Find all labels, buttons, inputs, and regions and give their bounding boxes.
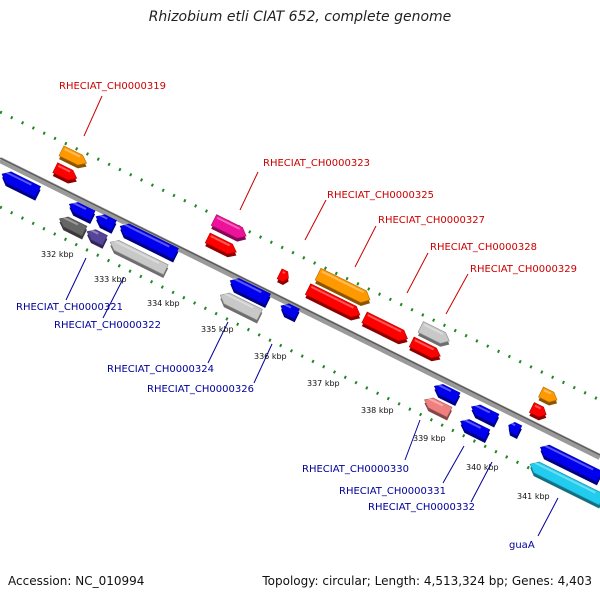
topology-stats: Topology: circular; Length: 4,513,324 bp…: [262, 574, 592, 588]
gene-orange-3: [538, 386, 558, 406]
gene-pink-1: [424, 397, 453, 421]
label-leader-line: [404, 419, 421, 461]
kbp-tick-label: 335 kbp: [201, 325, 234, 334]
kbp-tick-label: 337 kbp: [307, 379, 340, 388]
label-leader-line: [442, 445, 465, 484]
kbp-tick-label: 334 kbp: [147, 299, 180, 308]
gene-red-3: [276, 268, 289, 285]
gene-cyan-1: [529, 461, 600, 509]
label-leader-line: [354, 225, 377, 268]
reverse-gene-label: RHECIAT_CH0000330: [302, 464, 409, 475]
gene-magenta-1: [210, 214, 247, 242]
kbp-tick-label: 332 kbp: [41, 250, 74, 259]
forward-gene-label: RHECIAT_CH0000319: [59, 81, 166, 92]
gene-blue-2: [68, 201, 96, 225]
gene-red-5: [361, 311, 408, 345]
map-title: Rhizobium etli CIAT 652, complete genome: [148, 9, 452, 25]
kbp-ticks: 332 kbp 333 kbp 334 kbp 335 kbp 336 kbp 337 k…: [41, 250, 550, 501]
accession-text: Accession: NC_010994: [8, 574, 145, 588]
forward-gene-label: RHECIAT_CH0000328: [430, 242, 537, 253]
gene-blue-10: [508, 421, 523, 439]
forward-gene-label: RHECIAT_CH0000325: [327, 190, 434, 201]
reverse-gene-label: RHECIAT_CH0000326: [147, 384, 254, 395]
label-leader-line: [239, 171, 259, 211]
gene-blue-7: [433, 383, 461, 407]
forward-gene-label: RHECIAT_CH0000327: [378, 215, 485, 226]
gene-red-6: [408, 336, 441, 362]
gene-orange-1: [58, 145, 87, 169]
gene-blue-3: [95, 213, 117, 234]
gene-orange-2: [314, 267, 371, 306]
label-leader-line: [207, 321, 229, 364]
label-leader-line: [102, 276, 125, 319]
genome-backbone: [0, 157, 600, 460]
reverse-gene-label: RHECIAT_CH0000322: [54, 320, 161, 331]
label-leader-line: [445, 273, 469, 315]
label-leader-line: [537, 497, 559, 537]
gene-blue-6: [280, 303, 300, 323]
gene-blue-9: [460, 418, 491, 443]
label-leader-line: [304, 199, 327, 241]
label-leader-line: [65, 257, 87, 301]
kbp-tick-label: 341 kbp: [517, 492, 550, 501]
kbp-tick-label: 336 kbp: [254, 352, 287, 361]
reverse-gene-label: RHECIAT_CH0000331: [339, 486, 446, 497]
kbp-tick-label: 339 kbp: [413, 434, 446, 443]
reverse-gene-label: RHECIAT_CH0000332: [368, 502, 475, 513]
gene-grey-2: [219, 292, 263, 324]
forward-gene-label: RHECIAT_CH0000329: [470, 264, 577, 275]
gene-blue-8: [471, 404, 500, 428]
gene-red-1: [52, 162, 78, 184]
label-leader-line: [83, 95, 103, 137]
gene-blue-11: [540, 444, 600, 486]
gene-features: [1, 145, 600, 509]
reverse-gene-label: RHECIAT_CH0000324: [107, 364, 214, 375]
gene-blue-5: [229, 277, 271, 309]
gene-red-2: [204, 232, 237, 258]
label-leader-line: [470, 461, 493, 503]
kbp-tick-label: 338 kbp: [361, 406, 394, 415]
gene-blue-1: [1, 170, 41, 201]
gene-grey-1: [109, 239, 169, 279]
gene-grey-3: [417, 321, 450, 347]
label-leaders: [65, 95, 559, 537]
kbp-tick-label: 340 kbp: [466, 463, 499, 472]
gene-labels: RHECIAT_CH0000319RHECIAT_CH0000323RHECIA…: [16, 81, 577, 551]
reverse-gene-label: RHECIAT_CH0000321: [16, 302, 123, 313]
gene-darkgrey-1: [59, 216, 88, 240]
forward-gene-label: RHECIAT_CH0000323: [263, 158, 370, 169]
label-leader-line: [253, 343, 273, 384]
kbp-tick-label: 333 kbp: [94, 275, 127, 284]
gene-blue-4: [119, 223, 179, 263]
gene-red-7: [528, 402, 547, 421]
reverse-gene-label: guaA: [509, 540, 535, 551]
gene-purple-1: [86, 228, 108, 249]
gene-red-4: [304, 283, 361, 321]
label-leader-line: [406, 252, 429, 294]
